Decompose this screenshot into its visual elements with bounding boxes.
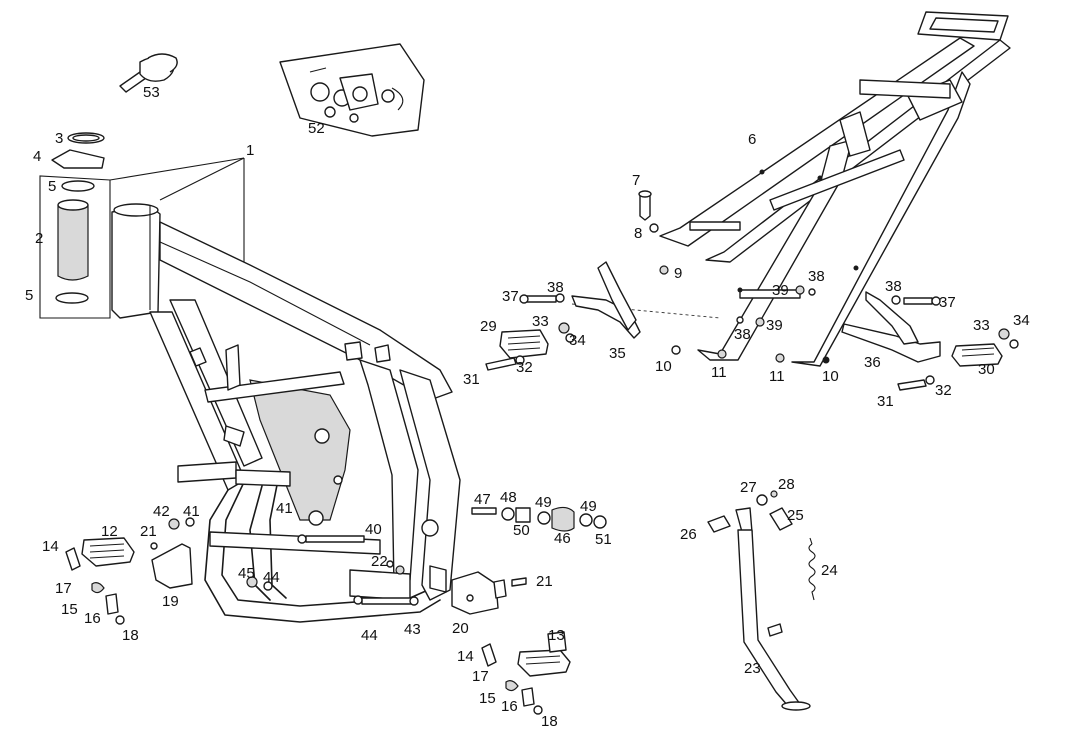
- callout-44a: 44: [263, 569, 280, 586]
- callout-10a: 10: [655, 358, 672, 375]
- callout-11a: 11: [711, 364, 727, 381]
- callout-21b: 21: [536, 573, 553, 590]
- callout-31b: 31: [877, 393, 894, 410]
- callout-33a: 33: [532, 313, 549, 330]
- callout-20: 20: [452, 620, 469, 637]
- callout-38b: 38: [734, 326, 751, 343]
- callout-15a: 15: [61, 601, 78, 618]
- fasteners: [168, 190, 1019, 606]
- callout-43: 43: [404, 621, 421, 638]
- key-set: [119, 53, 178, 93]
- callout-34b: 34: [1013, 312, 1030, 329]
- callout-13: 13: [548, 627, 565, 644]
- callout-8: 8: [634, 225, 642, 242]
- callout-27: 27: [740, 479, 757, 496]
- callout-5a: 5: [48, 178, 56, 195]
- callout-5b: 5: [25, 287, 33, 304]
- callout-46: 46: [554, 530, 571, 547]
- callout-37b: 37: [939, 294, 956, 311]
- callout-2: 2: [35, 230, 43, 247]
- callout-50: 50: [513, 522, 530, 539]
- callout-53: 53: [143, 84, 160, 101]
- main-frame: [111, 203, 461, 623]
- callout-4: 4: [33, 148, 41, 165]
- callout-49a: 49: [535, 494, 552, 511]
- callout-42: 42: [153, 503, 170, 520]
- callout-41a: 41: [276, 500, 293, 517]
- callout-23: 23: [744, 660, 761, 677]
- callout-45: 45: [238, 565, 255, 582]
- callout-32b: 32: [935, 382, 952, 399]
- callout-26: 26: [680, 526, 697, 543]
- callout-12: 12: [101, 523, 118, 540]
- rear-subframe: [659, 11, 1011, 367]
- callout-17a: 17: [55, 580, 72, 597]
- callout-29: 29: [480, 318, 497, 335]
- callout-37a: 37: [502, 288, 519, 305]
- callout-21a: 21: [140, 523, 157, 540]
- callout-19: 19: [162, 593, 179, 610]
- callout-14a: 14: [42, 538, 59, 555]
- callout-7: 7: [632, 172, 640, 189]
- callout-22: 22: [371, 553, 388, 570]
- callout-34a: 34: [569, 332, 586, 349]
- callout-3: 3: [55, 130, 63, 147]
- callout-10b: 10: [822, 368, 839, 385]
- callout-15b: 15: [479, 690, 496, 707]
- callout-39a: 39: [766, 317, 783, 334]
- callout-38d: 38: [885, 278, 902, 295]
- callout-32a: 32: [516, 359, 533, 376]
- callout-36: 36: [864, 354, 881, 371]
- callout-52: 52: [308, 120, 325, 137]
- callout-51: 51: [595, 531, 612, 548]
- callout-18a: 18: [122, 627, 139, 644]
- callout-47: 47: [474, 491, 491, 508]
- callout-labels: 1 2 3 4 5 5 6 7 8 9 10 10 11 11 12 13 14…: [25, 84, 1030, 730]
- left-footrest-group: [65, 537, 193, 625]
- small-parts-bag: [279, 43, 425, 137]
- callout-24: 24: [821, 562, 838, 579]
- steering-bearing-parts: [51, 132, 105, 304]
- callout-17b: 17: [472, 668, 489, 685]
- callout-41b: 41: [183, 503, 200, 520]
- callout-9: 9: [674, 265, 682, 282]
- callout-35: 35: [609, 345, 626, 362]
- callout-25: 25: [787, 507, 804, 524]
- callout-39b: 39: [772, 282, 789, 299]
- callout-48: 48: [500, 489, 517, 506]
- callout-44b: 44: [361, 627, 378, 644]
- callout-28: 28: [778, 476, 795, 493]
- callout-33b: 33: [973, 317, 990, 334]
- callout-49b: 49: [580, 498, 597, 515]
- callout-30: 30: [978, 361, 995, 378]
- callout-40: 40: [365, 521, 382, 538]
- leader-lines-1: [39, 157, 245, 319]
- callout-18b: 18: [541, 713, 558, 730]
- callout-14b: 14: [457, 648, 474, 665]
- side-stand-group: [707, 490, 816, 711]
- callout-38a: 38: [547, 279, 564, 296]
- right-footrest-group: [451, 571, 571, 715]
- callout-16a: 16: [84, 610, 101, 627]
- callout-38c: 38: [808, 268, 825, 285]
- callout-1: 1: [246, 142, 254, 159]
- callout-31a: 31: [463, 371, 480, 388]
- callout-11b: 11: [769, 368, 785, 385]
- callout-16b: 16: [501, 698, 518, 715]
- callout-6: 6: [748, 131, 756, 148]
